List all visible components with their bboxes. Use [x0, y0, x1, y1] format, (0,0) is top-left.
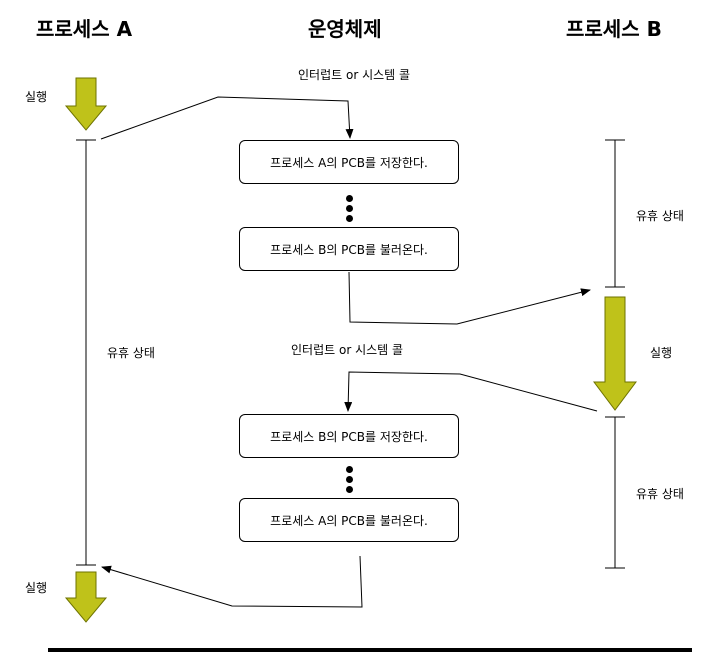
ellipsis-dot	[346, 195, 353, 202]
connector-os-to-a	[101, 555, 363, 608]
running-arrow-a-bottom	[64, 571, 108, 623]
header-process-a: 프로세스 A	[36, 17, 133, 41]
box-save-pcb-b: 프로세스 B의 PCB를 저장한다.	[239, 414, 459, 458]
label-running-b: 실행	[650, 346, 673, 360]
label-interrupt-1: 인터럽트 or 시스템 콜	[298, 68, 411, 82]
running-arrow-b	[593, 296, 637, 411]
connector-a-to-os	[100, 96, 354, 140]
box-save-pcb-a: 프로세스 A의 PCB를 저장한다.	[239, 140, 459, 184]
connector-b-to-os	[344, 371, 598, 412]
ellipsis-dot	[346, 215, 353, 222]
label-idle-b-1: 유휴 상태	[636, 209, 684, 223]
box-load-pcb-a: 프로세스 A의 PCB를 불러온다.	[239, 498, 459, 542]
label-interrupt-2: 인터럽트 or 시스템 콜	[291, 343, 404, 357]
label-running-a-top: 실행	[25, 90, 48, 104]
box-load-pcb-b: 프로세스 B의 PCB를 불러온다.	[239, 227, 459, 271]
ellipsis-dot	[346, 205, 353, 212]
label-running-a-bottom: 실행	[25, 581, 48, 595]
ellipsis-dot	[346, 486, 353, 493]
label-idle-a: 유휴 상태	[107, 346, 155, 360]
process-b-timeline-idle-2	[605, 416, 625, 569]
ellipsis-dot	[346, 466, 353, 473]
process-a-timeline	[76, 139, 96, 566]
header-process-b: 프로세스 B	[566, 17, 662, 41]
header-os: 운영체제	[308, 17, 382, 41]
connector-os-to-b	[348, 271, 591, 325]
label-idle-b-2: 유휴 상태	[636, 487, 684, 501]
running-arrow-a-top	[64, 77, 108, 131]
process-b-timeline-idle-1	[605, 139, 625, 288]
ellipsis-dot	[346, 476, 353, 483]
